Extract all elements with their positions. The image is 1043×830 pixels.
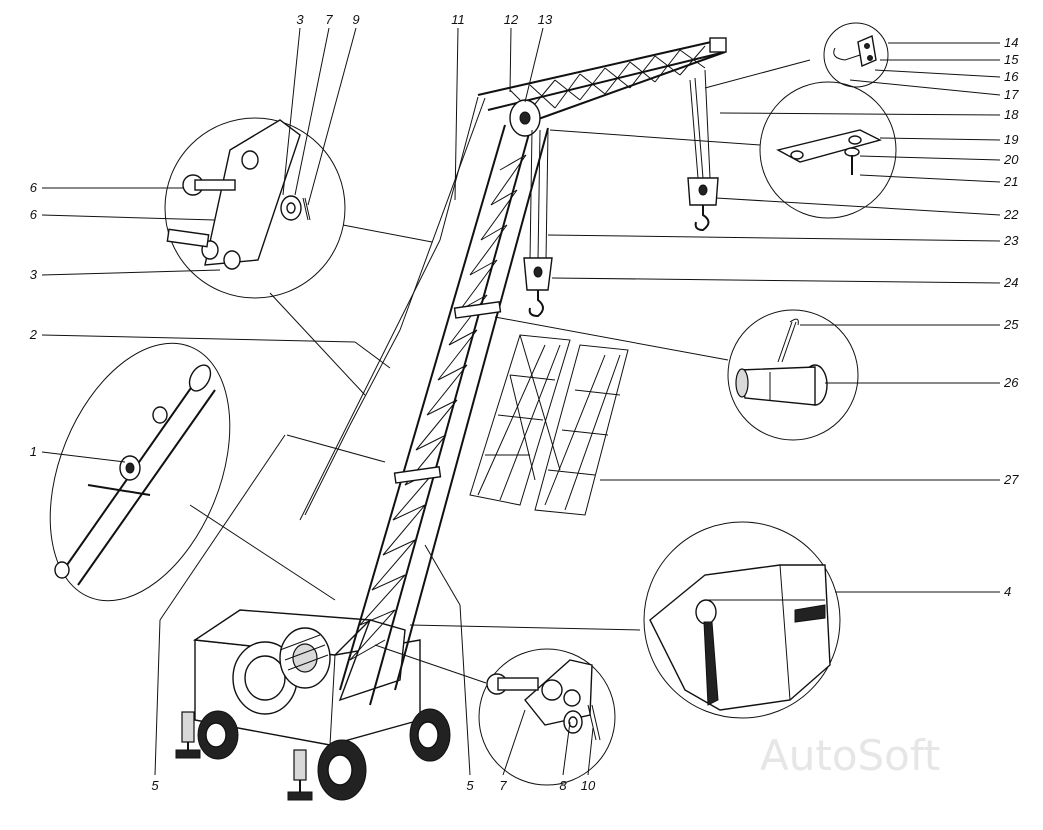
callout-27: 5 [151,778,159,793]
callout-leaders [41,27,1001,776]
callout-5-bottom: 7 [499,778,507,793]
jib [477,37,727,137]
callout-3-top: 3 [296,12,304,27]
bolt-18 [844,147,860,175]
detail-circle-pin-joint [164,117,346,299]
wheel-rear-left [317,739,367,801]
callout-26: 5 [466,778,474,793]
watermark: AutoSoft [760,731,940,780]
washer-6-bottom [563,710,583,734]
callout-7-bottom: 10 [581,778,596,793]
callout-23: 26 [1003,375,1019,390]
callout-25: 4 [1004,584,1011,599]
callout-17: 20 [1003,152,1019,167]
detail-circle-pin-cotter [727,309,859,441]
callout-14: 17 [1004,87,1019,102]
main-hook-block [687,177,719,232]
callout-21: 24 [1003,275,1018,290]
callout-19: 22 [1003,207,1019,222]
callout-15: 18 [1004,107,1019,122]
cotter-7-top [302,197,311,221]
callout-10: 13 [538,12,553,27]
cotter-7-bottom [587,704,601,741]
callout-16: 19 [1004,132,1018,147]
callout-8: 11 [451,12,465,27]
pulley-head [509,99,541,137]
outrigger-left [175,711,201,759]
callout-20: 23 [1003,233,1019,248]
outrigger-right [287,749,313,801]
winch-drum [232,627,331,715]
callout-18: 21 [1003,174,1018,189]
lattice-section-b [534,344,629,516]
callout-4: 6 [30,207,38,222]
callout-5-top: 6 [30,180,38,195]
callout-11: 14 [1004,35,1018,50]
pin-5-top [182,174,236,196]
detail-connectors [189,59,811,684]
detail-circle-rope-clamp [823,22,889,88]
detail-circle-pin-joint-lower [478,648,616,786]
callout-9: 12 [504,12,519,27]
lattice-section-a [469,334,571,506]
pin-23 [735,364,828,406]
detail-circle-plate-bolt [759,81,897,219]
cotter-22 [777,318,799,363]
callout-1: 1 [30,444,37,459]
callout-3-bottom: 3 [30,267,38,282]
callout-2: 2 [29,327,38,342]
wheel-front-left [197,710,239,760]
washer-6-top [280,195,302,221]
callout-labels: 6 6 3 2 1 3 7 9 11 12 13 14 15 16 17 18 … [29,12,1019,793]
callout-22: 25 [1003,317,1019,332]
detail-circle-turnbuckle [49,342,231,602]
detail-circle-cover [643,521,841,719]
callout-7-top: 9 [352,12,359,27]
pin-5-bottom [486,673,539,695]
auxiliary-hook-block [523,257,553,318]
callout-12: 15 [1004,52,1019,67]
crane-chassis [175,609,451,801]
callout-13: 16 [1004,69,1019,84]
callout-6-top: 7 [325,12,333,27]
lattice-boom [339,124,549,706]
callout-6-bottom: 8 [559,778,567,793]
wheel-rear-right [409,708,451,762]
callout-24: 27 [1003,472,1019,487]
